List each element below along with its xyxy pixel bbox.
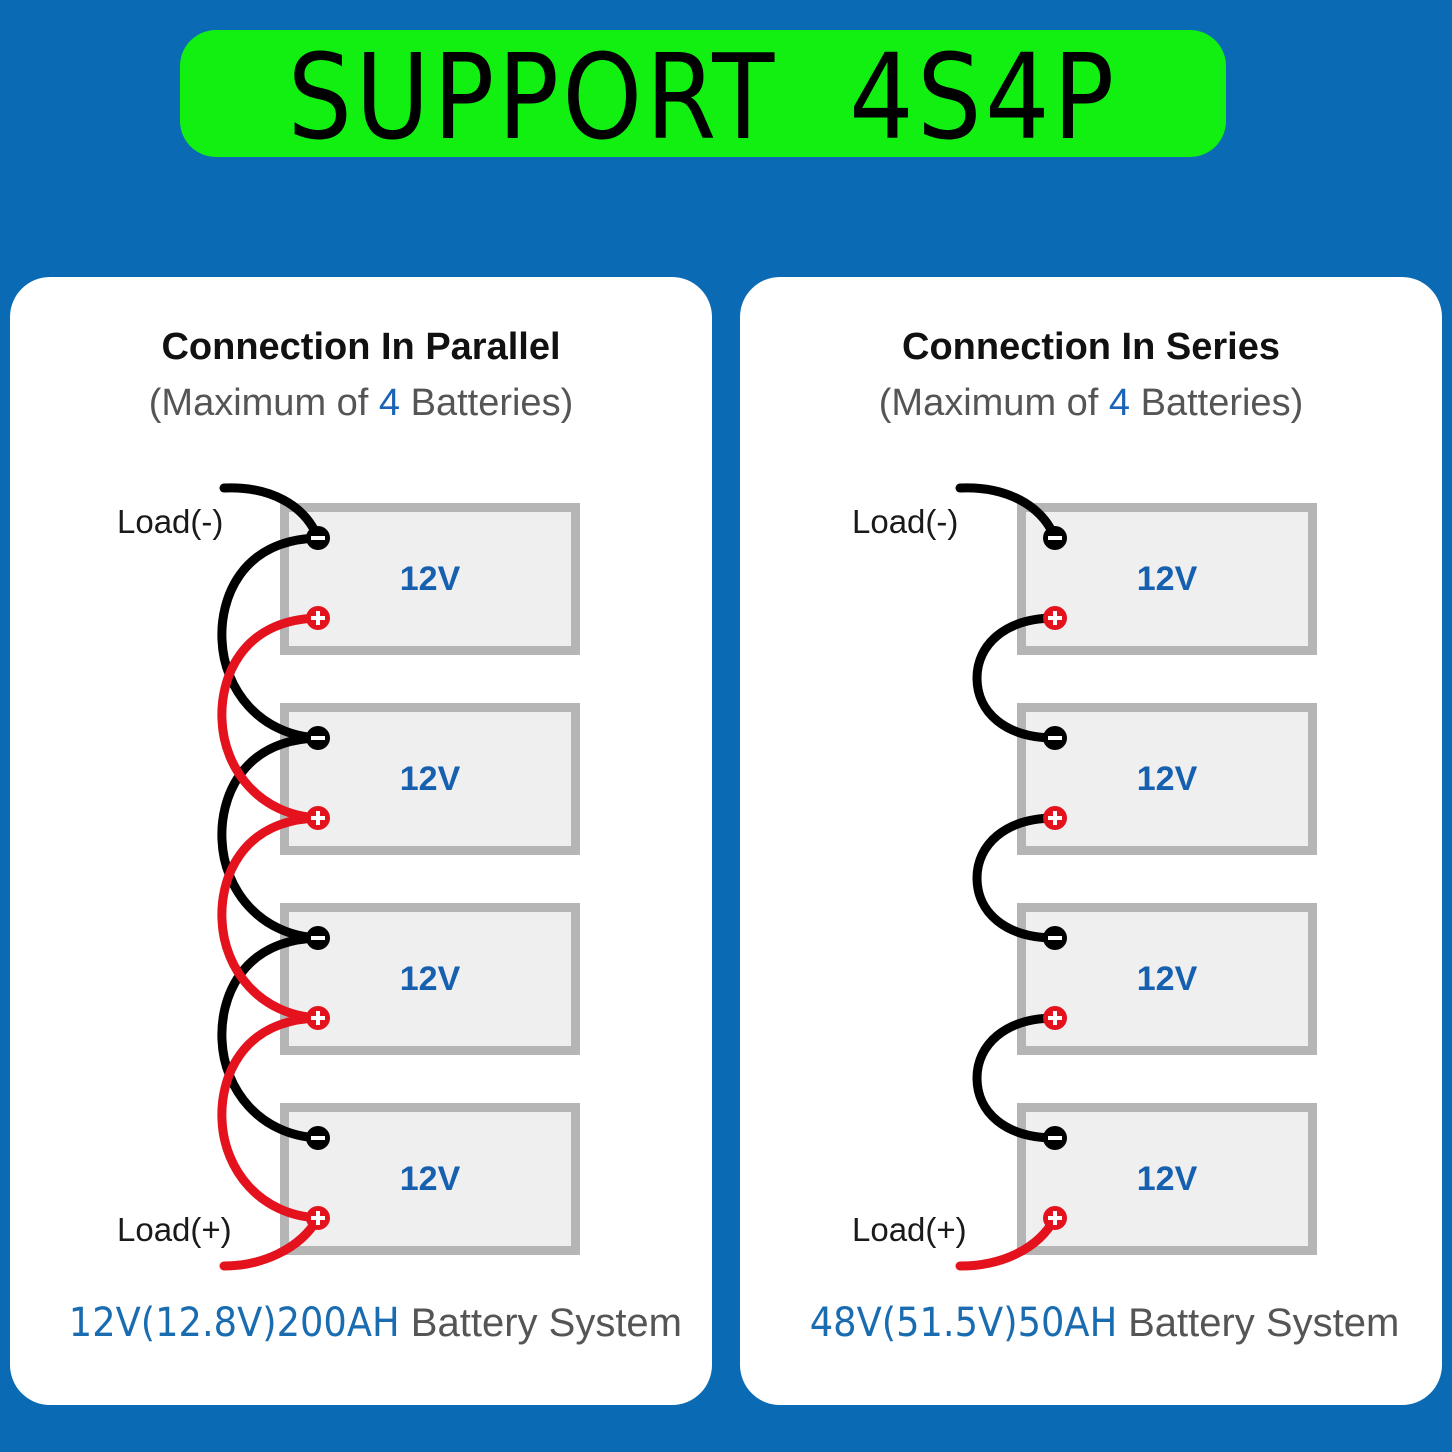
max-battery-count: 4 (378, 382, 401, 424)
subtitle-suffix: Batteries) (1130, 382, 1304, 424)
battery-voltage: 12V (1136, 559, 1198, 598)
series-footer: 48V(51.5V)50AH Battery System (740, 1300, 1442, 1346)
parallel-system-spec: 12V(12.8V)200AH (68, 1300, 400, 1346)
parallel-system-label: Battery System (399, 1301, 682, 1345)
battery-voltage: 12V (399, 959, 461, 998)
battery-voltage: 12V (1136, 759, 1198, 798)
banner: SUPPORT 4S4P (180, 30, 1226, 157)
battery-voltage: 12V (399, 1159, 461, 1198)
battery-voltage: 12V (1136, 959, 1198, 998)
parallel-title: Connection In Parallel (161, 326, 561, 368)
series-battery-2: 12V (1017, 703, 1317, 855)
series-battery-1: 12V (1017, 503, 1317, 655)
series-battery-4: 12V (1017, 1103, 1317, 1255)
battery-voltage: 12V (399, 759, 461, 798)
parallel-battery-2: 12V (280, 703, 580, 855)
parallel-load-negative-label: Load(-) (117, 503, 224, 540)
parallel-footer: 12V(12.8V)200AH Battery System (10, 1300, 712, 1346)
banner-title: SUPPORT 4S4P (287, 27, 1119, 166)
series-battery-3: 12V (1017, 903, 1317, 1055)
parallel-battery-1: 12V (280, 503, 580, 655)
max-battery-count: 4 (1108, 382, 1131, 424)
series-system-label: Battery System (1116, 1301, 1400, 1345)
series-subtitle: (Maximum of 4 Batteries) (740, 382, 1442, 425)
series-load-negative-label: Load(-) (852, 503, 959, 540)
series-load-positive-label: Load(+) (852, 1211, 967, 1248)
series-title: Connection In Series (902, 326, 1280, 368)
parallel-load-positive-label: Load(+) (117, 1211, 232, 1248)
subtitle-prefix: (Maximum of (878, 382, 1109, 424)
series-system-spec: 48V(51.5V)50AH (809, 1300, 1117, 1346)
subtitle-prefix: (Maximum of (148, 382, 379, 424)
parallel-battery-4: 12V (280, 1103, 580, 1255)
battery-voltage: 12V (399, 559, 461, 598)
parallel-battery-3: 12V (280, 903, 580, 1055)
parallel-subtitle: (Maximum of 4 Batteries) (10, 382, 712, 425)
subtitle-suffix: Batteries) (400, 382, 574, 424)
battery-voltage: 12V (1136, 1159, 1198, 1198)
